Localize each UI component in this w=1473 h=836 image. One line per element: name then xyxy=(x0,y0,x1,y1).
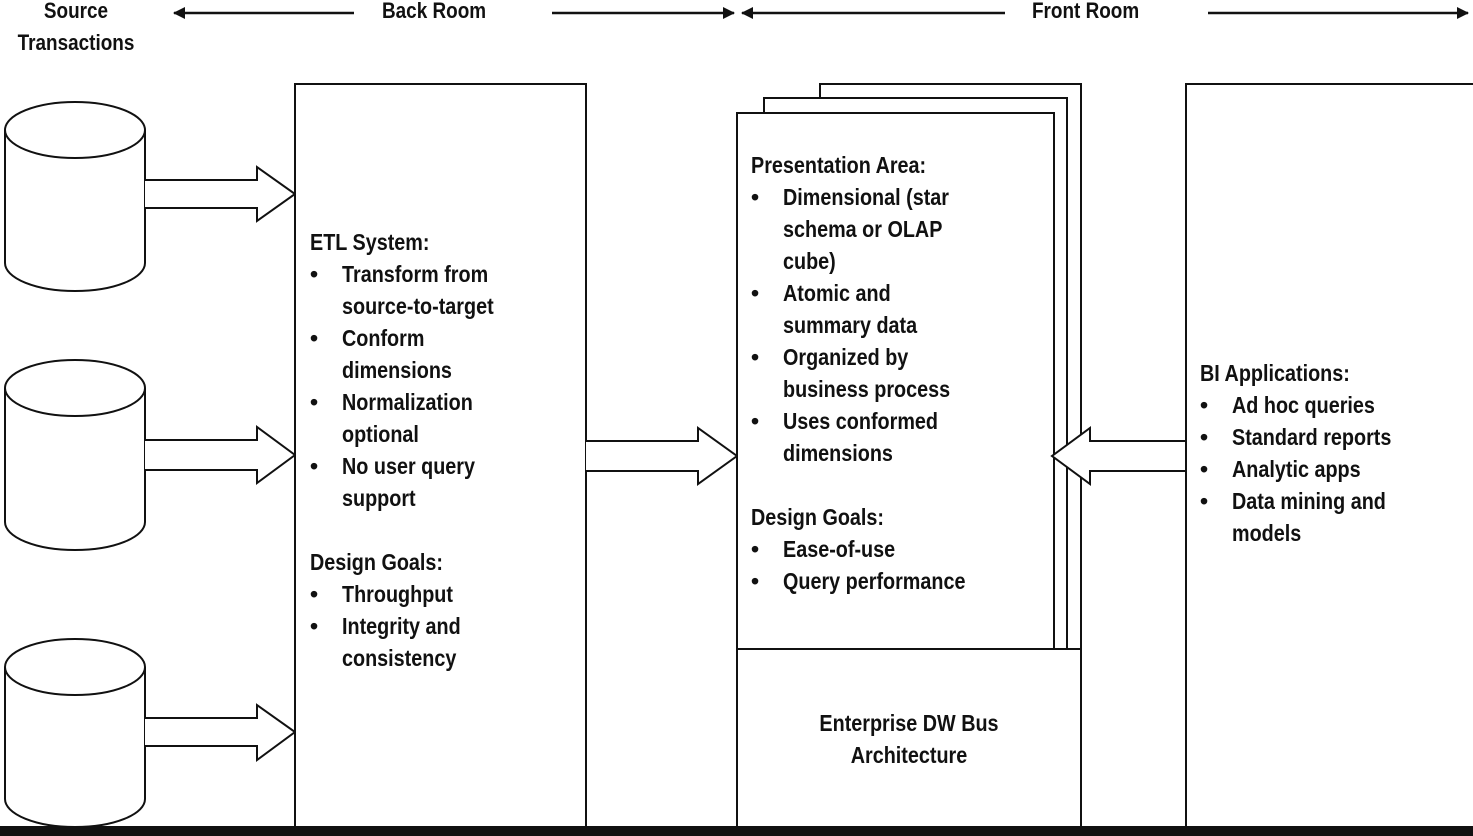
source-database-icon xyxy=(4,101,146,292)
list-item: No user query support xyxy=(310,450,580,514)
back-room-label: Back Room xyxy=(382,0,487,23)
flow-arrow xyxy=(145,165,297,223)
enterprise-bus-label: Enterprise DW Bus Architecture xyxy=(819,710,999,768)
list-item: Data mining and models xyxy=(1200,485,1468,549)
list-item: Query performance xyxy=(751,565,1047,597)
list-item: Analytic apps xyxy=(1200,453,1468,485)
enterprise-bus-box xyxy=(736,648,1082,836)
bi-applications-title: BI Applications: xyxy=(1200,360,1350,386)
flow-arrow xyxy=(1050,426,1186,486)
list-item: Normalization optional xyxy=(310,386,580,450)
etl-design-goals-title: Design Goals: xyxy=(310,549,444,575)
list-item: Organized by business process xyxy=(751,341,1047,405)
etl-system-content: ETL System: Transform from source-to-tar… xyxy=(310,226,580,674)
bottom-border-bar xyxy=(0,826,1473,836)
bi-applications-content: BI Applications: Ad hoc queries Standard… xyxy=(1200,357,1468,549)
bi-item-list: Ad hoc queries Standard reports Analytic… xyxy=(1200,389,1468,549)
presentation-area-content: Presentation Area: Dimensional (star sch… xyxy=(751,149,1047,597)
etl-goal-list: Throughput Integrity and consistency xyxy=(310,578,580,674)
presentation-item-list: Dimensional (star schema or OLAP cube) A… xyxy=(751,181,1047,469)
front-room-label: Front Room xyxy=(1032,0,1140,23)
source-transactions-label: Source Transactions xyxy=(17,0,135,55)
source-database-icon xyxy=(4,638,146,828)
source-database-icon xyxy=(4,359,146,551)
list-item: Dimensional (star schema or OLAP cube) xyxy=(751,181,1047,277)
list-item: Ad hoc queries xyxy=(1200,389,1468,421)
presentation-area-title: Presentation Area: xyxy=(751,152,927,178)
etl-system-title: ETL System: xyxy=(310,229,430,255)
presentation-design-goals-title: Design Goals: xyxy=(751,504,885,530)
list-item: Throughput xyxy=(310,578,580,610)
list-item: Integrity and consistency xyxy=(310,610,580,674)
list-item: Atomic and summary data xyxy=(751,277,1047,341)
list-item: Uses conformed dimensions xyxy=(751,405,1047,469)
list-item: Ease-of-use xyxy=(751,533,1047,565)
etl-item-list: Transform from source-to-target Conform … xyxy=(310,258,580,514)
list-item: Transform from source-to-target xyxy=(310,258,580,322)
presentation-goal-list: Ease-of-use Query performance xyxy=(751,533,1047,597)
flow-arrow xyxy=(145,703,297,762)
list-item: Standard reports xyxy=(1200,421,1468,453)
flow-arrow xyxy=(145,425,297,485)
flow-arrow xyxy=(586,426,739,486)
list-item: Conform dimensions xyxy=(310,322,580,386)
